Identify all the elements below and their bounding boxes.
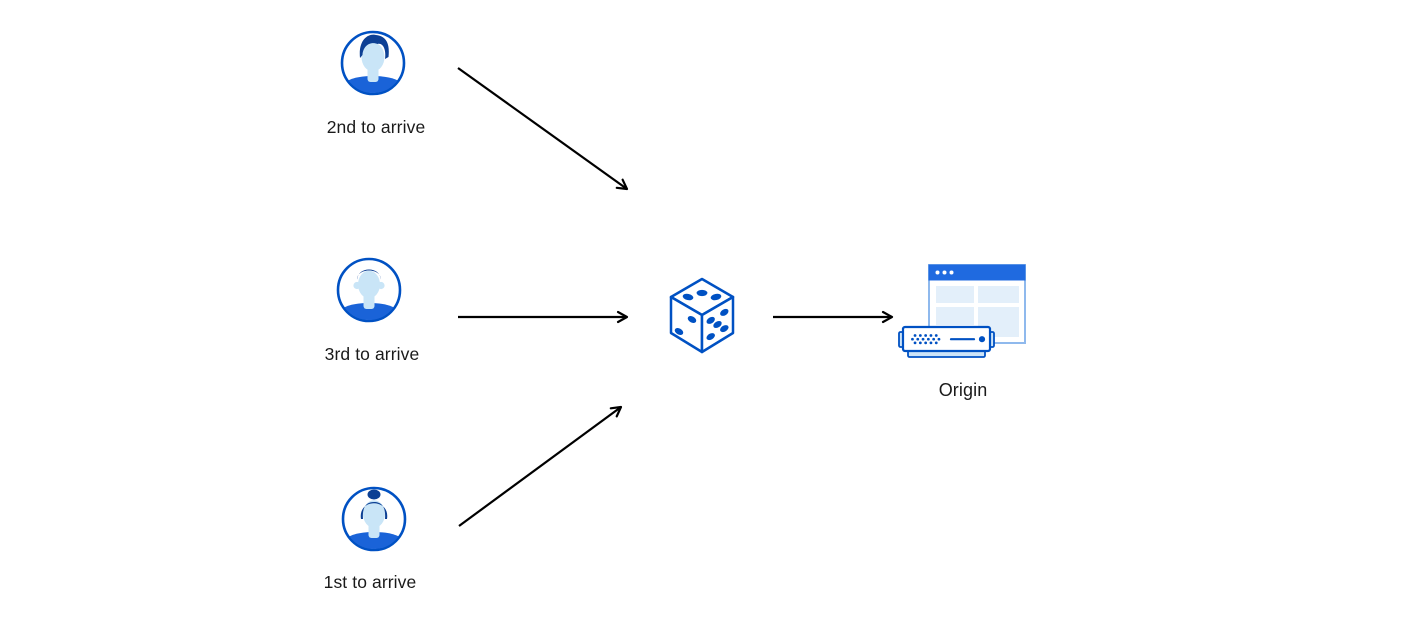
dice-node bbox=[668, 277, 736, 355]
browser-window-icon bbox=[928, 264, 1026, 344]
client-label-3rd: 3rd to arrive bbox=[324, 344, 420, 364]
client-label-1st: 1st to arrive bbox=[323, 572, 417, 592]
woman-bun-avatar-icon bbox=[341, 486, 407, 552]
origin-label: Origin bbox=[938, 380, 988, 400]
client-node-3rd bbox=[336, 257, 402, 323]
client-node-2nd bbox=[340, 30, 406, 96]
client-node-1st bbox=[341, 486, 407, 552]
origin-server-icon bbox=[898, 264, 1026, 358]
arrow-1st-to-dice bbox=[458, 405, 623, 527]
man-wavy-hair-avatar-icon bbox=[340, 30, 406, 96]
arrow-2nd-to-dice bbox=[457, 67, 629, 191]
man-short-hair-avatar-icon bbox=[336, 257, 402, 323]
origin-node bbox=[898, 263, 1028, 363]
dice-icon bbox=[669, 277, 735, 354]
client-label-2nd: 2nd to arrive bbox=[326, 117, 426, 137]
server-icon bbox=[898, 325, 995, 358]
